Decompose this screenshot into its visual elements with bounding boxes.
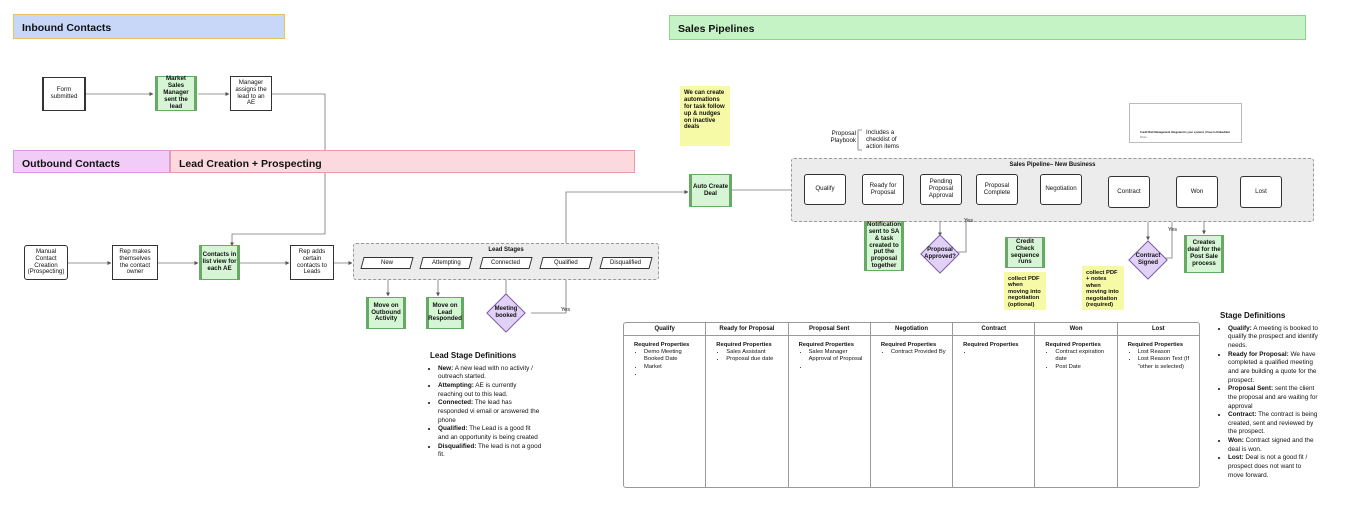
- lead-stage-qualified: Qualified: [539, 257, 593, 269]
- stage-def-item: Ready for Proposal: We have completed a …: [1228, 351, 1318, 386]
- pipeline-stage-qualify: Qualify: [804, 174, 846, 205]
- column-header: Qualify: [624, 323, 706, 336]
- pipeline-stage-ready-for-proposal: Ready for Proposal: [862, 174, 904, 205]
- lead-stage-definitions: Lead Stage Definitions New: A new lead w…: [430, 351, 542, 460]
- credit-check-node: Credit Check sequence runs: [1005, 237, 1045, 268]
- collect-pdf-required-note: collect PDF + notes when moving into neg…: [1082, 266, 1124, 310]
- contract-signed-decision: Contract Signed: [1128, 240, 1168, 280]
- column-header: Lost: [1117, 323, 1199, 336]
- signed-yes-label: Yes: [1168, 227, 1177, 233]
- auto-create-deal-node: Auto Create Deal: [689, 174, 732, 207]
- stage-def-item: Won: Contract signed and the deal is won…: [1228, 437, 1318, 454]
- table-column: Won Required Properties Contract expirat…: [1035, 323, 1118, 487]
- column-header: Proposal Sent: [788, 323, 870, 336]
- outbound-contacts-banner: Outbound Contacts: [13, 150, 170, 173]
- lead-stage-connected: Connected: [479, 257, 533, 269]
- column-header: Negotiation: [870, 323, 953, 336]
- lead-creation-banner: Lead Creation + Prospecting: [170, 150, 635, 173]
- move-on-responded-node: Move on Lead Responded: [426, 297, 464, 329]
- proposal-approved-decision: Proposal Approved?: [920, 234, 960, 274]
- proposal-playbook-label: Proposal Playbook: [830, 130, 856, 145]
- thumbnail-caption: Credit Risk Management Integrated to you…: [1140, 131, 1230, 134]
- manager-assigns-node: Manager assigns the lead to an AE: [230, 76, 272, 111]
- pipeline-stage-contract: Contract: [1108, 176, 1150, 208]
- column-header: Ready for Proposal: [706, 323, 788, 336]
- pipeline-stage-proposal-complete: Proposal Complete: [976, 174, 1018, 205]
- stage-def-item: Proposal Sent: sent the client the propo…: [1228, 385, 1318, 411]
- table-column: Negotiation Required Properties Contract…: [870, 323, 954, 487]
- manual-contact-creation-node: Manual Contact Creation (Prospecting): [24, 245, 68, 280]
- lead-def-item: New: A new lead with no activity / outre…: [438, 365, 542, 382]
- lead-def-item: Attempting: AE is currently reaching out…: [438, 382, 542, 399]
- table-column: Proposal Sent Required Properties Sales …: [788, 323, 871, 487]
- stage-defs-title: Stage Definitions: [1220, 311, 1286, 320]
- table-column: Qualify Required Properties Demo Meeting…: [624, 323, 707, 487]
- automation-sticky-note: We can create automations for task follo…: [680, 86, 730, 146]
- pipeline-stage-won: Won: [1176, 176, 1218, 208]
- required-properties-table: Qualify Required Properties Demo Meeting…: [623, 322, 1200, 488]
- sales-pipelines-banner: Sales Pipelines: [669, 15, 1306, 40]
- contacts-list-node: Contacts in list view for each AE: [199, 245, 240, 280]
- lead-stage-new: New: [360, 257, 414, 269]
- form-submitted-node: Form submitted: [42, 77, 86, 111]
- playbook-note: Includes a checklist of action items: [866, 129, 900, 151]
- embedded-thumbnail: Credit Risk Management Integrated to you…: [1129, 103, 1242, 143]
- stage-def-item: Lost: Deal is not a good fit / prospect …: [1228, 454, 1318, 480]
- approved-yes-label: Yes: [964, 218, 973, 224]
- column-header: Won: [1035, 323, 1117, 336]
- pipeline-stage-lost: Lost: [1240, 176, 1282, 208]
- market-sales-manager-node: Market Sales Manager sent the lead: [155, 75, 197, 111]
- stage-def-item: Qualify: A meeting is booked to qualify …: [1228, 325, 1318, 351]
- table-column: Lost Required Properties Lost ReasonLost…: [1117, 323, 1199, 487]
- meeting-yes-label: Yes: [561, 307, 570, 313]
- sales-pipeline-title: Sales Pipeline– New Business: [1009, 162, 1096, 168]
- move-on-outbound-node: Move on Outbound Activity: [366, 297, 406, 329]
- rep-owner-node: Rep makes themselves the contact owner: [112, 245, 158, 280]
- lead-stage-attempting: Attempting: [419, 257, 473, 269]
- pipeline-stage-pending-approval: Pending Proposal Approval: [920, 174, 962, 205]
- notification-node: Notification sent to SA & task created t…: [864, 221, 904, 271]
- lead-def-item: Disqualified: The lead is not a good fit…: [438, 443, 542, 460]
- lead-def-item: Connected: The lead has responded vi ema…: [438, 399, 542, 425]
- stage-def-item: Contract: The contract is being created,…: [1228, 411, 1318, 437]
- rep-adds-leads-node: Rep adds certain contacts to Leads: [290, 245, 334, 280]
- lead-stages-title: Lead Stages: [488, 247, 524, 253]
- lead-stage-disqualified: Disqualified: [599, 257, 653, 269]
- collect-pdf-optional-note: collect PDF when moving into negotiation…: [1004, 272, 1046, 310]
- stage-definitions: Stage Definitions Qualify: A meeting is …: [1220, 311, 1318, 480]
- pipeline-stage-negotiation: Negotiation: [1040, 174, 1082, 205]
- meeting-booked-decision: Meeting booked: [486, 293, 526, 333]
- thumbnail-sub: Scoto: [1140, 136, 1147, 139]
- table-column: Ready for Proposal Required Properties S…: [706, 323, 789, 487]
- table-column: Contract Required Properties: [953, 323, 1036, 487]
- lead-defs-title: Lead Stage Definitions: [430, 351, 517, 360]
- lead-def-item: Qualified: The Lead is a good fit and an…: [438, 425, 542, 442]
- creates-deal-node: Creates deal for the Post Sale process: [1184, 235, 1224, 273]
- inbound-contacts-banner: Inbound Contacts: [13, 14, 285, 39]
- column-header: Contract: [953, 323, 1035, 336]
